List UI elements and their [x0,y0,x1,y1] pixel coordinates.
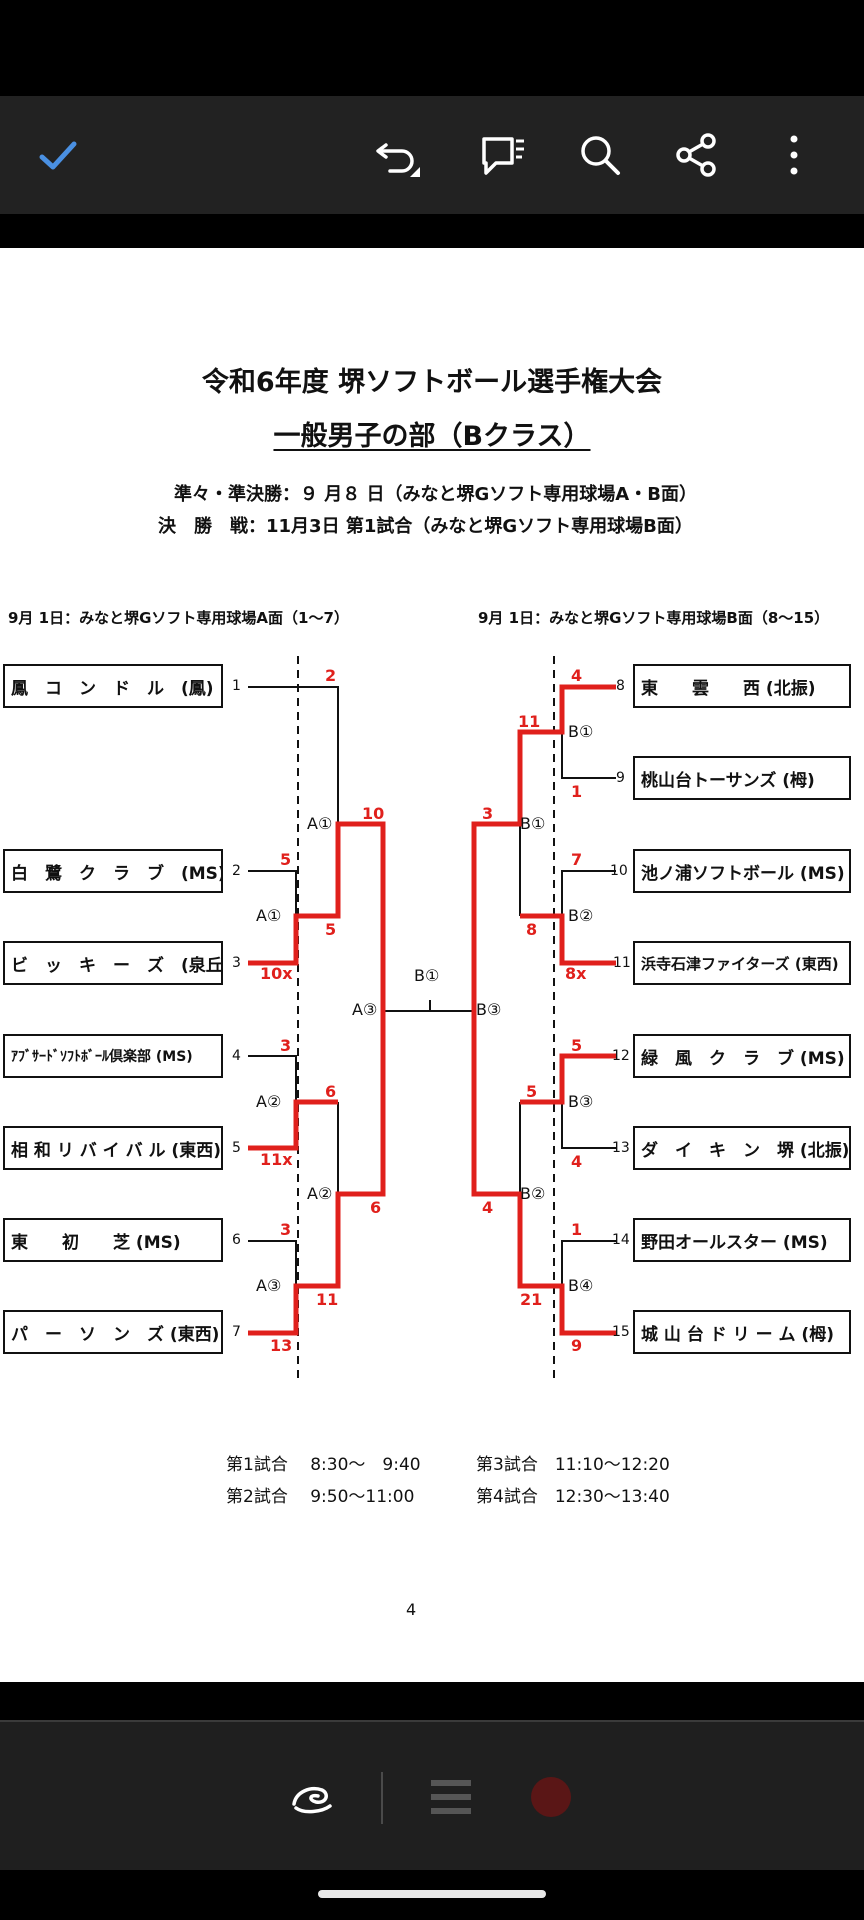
game-label-b3-final: B③ [476,1000,502,1019]
time-game-1: 第1試合 8:30〜 9:40 [226,1455,421,1475]
time-game-2: 第2試合 9:50〜11:00 [226,1487,415,1507]
game-label-a1: A① [256,906,282,925]
team-7: パ ー ソ ン ズ (東西) [3,1310,223,1354]
team-14: 野田オールスター (MS) [633,1218,851,1262]
score-b3-winner: 5 [526,1082,538,1101]
seed-1: 1 [232,678,241,694]
document-page: 令和6年度 堺ソフトボール選手権大会 一般男子の部（Bクラス） 準々・準決勝：９… [0,248,864,1682]
game-label-b1: B① [568,722,594,741]
score-a2-winner: 6 [325,1082,337,1101]
page-number: 4 [406,1600,417,1619]
seed-9: 9 [616,770,625,786]
score-b4-winner: 21 [520,1290,543,1309]
score-team-3: 10x [260,964,293,983]
record-icon[interactable] [530,1776,572,1818]
seed-2: 2 [232,863,241,879]
team-9: 桃山台トーサンズ (栂) [633,756,851,800]
score-team-10: 7 [571,850,583,869]
score-semi-a2: 6 [370,1198,382,1217]
score-team-11: 8x [565,964,587,983]
score-team-13: 4 [571,1152,583,1171]
score-a1-winner: 5 [325,920,337,939]
schedule-semifinals: 準々・準決勝：９ 月８ 日（みなと堺Gソフト専用球場A・B面） [174,484,697,505]
team-6: 東 初 芝 (MS) [3,1218,223,1262]
share-icon[interactable] [672,131,720,179]
seed-14: 14 [612,1232,630,1248]
score-team-6: 3 [280,1220,292,1239]
game-label-a3: A③ [256,1276,282,1295]
score-team-14: 1 [571,1220,583,1239]
top-toolbar [0,96,864,214]
seed-8: 8 [616,678,625,694]
score-team-7: 13 [270,1336,293,1355]
home-indicator[interactable] [318,1890,546,1898]
venue-left: 9月 1日：みなと堺Gソフト専用球場A面（1〜7） [8,609,349,627]
score-semi-b1: 3 [482,804,494,823]
game-label-b3: B③ [568,1092,594,1111]
team-12: 緑 風 ク ラ ブ (MS) [633,1034,851,1078]
score-team-4: 3 [280,1036,292,1055]
team-10: 池ノ浦ソフトボール (MS) [633,849,851,893]
toolbar-separator [381,1772,383,1824]
score-team-9: 1 [571,782,583,801]
seed-11: 11 [613,955,631,971]
team-5: 相 和 リ バ イ バ ル (東西) [3,1126,223,1170]
seed-13: 13 [612,1140,630,1156]
seed-15: 15 [612,1324,630,1340]
score-b1-winner: 11 [518,712,541,731]
game-label-a3-final: A③ [352,1000,378,1019]
score-team-1: 2 [325,666,337,685]
game-label-a1-semi: A① [307,814,333,833]
game-label-a2: A② [256,1092,282,1111]
game-label-b2-semi: B② [520,1184,546,1203]
game-label-a2-semi: A② [307,1184,333,1203]
lines-icon[interactable] [428,1774,474,1820]
bottom-toolbar-divider [0,1720,864,1722]
seed-5: 5 [232,1140,241,1156]
score-team-2: 5 [280,850,292,869]
seed-4: 4 [232,1048,241,1064]
score-semi-b2: 4 [482,1198,494,1217]
team-4: ｱﾌﾞｻｰﾄﾞｿﾌﾄﾎﾞｰﾙ倶楽部 (MS) [3,1034,223,1078]
score-team-8: 4 [571,666,583,685]
undo-icon[interactable] [374,131,422,179]
tournament-bracket-lines [248,656,616,1384]
score-team-12: 5 [571,1036,583,1055]
score-a3-winner: 11 [316,1290,339,1309]
game-label-b1-semi: B① [520,814,546,833]
team-2: 白 鷺 ク ラ ブ (MS) [3,849,223,893]
team-11: 浜寺石津ファイターズ (東西) [633,941,851,985]
team-15: 城 山 台 ド リ ー ム (栂) [633,1310,851,1354]
score-b2-winner: 8 [526,920,538,939]
search-icon[interactable] [576,131,624,179]
comment-icon[interactable] [478,131,526,179]
document-subtitle: 一般男子の部（Bクラス） [273,421,591,452]
seed-6: 6 [232,1232,241,1248]
time-game-4: 第4試合 12:30〜13:40 [476,1487,670,1507]
game-label-final: B① [414,966,440,985]
more-vertical-icon[interactable] [770,131,818,179]
ink-pen-icon[interactable] [288,1774,336,1822]
game-label-b2: B② [568,906,594,925]
score-semi-a1: 10 [362,804,385,823]
check-icon[interactable] [34,131,82,179]
game-label-b4: B④ [568,1276,594,1295]
document-title: 令和6年度 堺ソフトボール選手権大会 [201,367,663,398]
schedule-final: 決 勝 戦：11月3日 第1試合（みなと堺Gソフト専用球場B面） [158,516,693,537]
seed-10: 10 [610,863,628,879]
score-team-15: 9 [571,1336,583,1355]
score-team-5: 11x [260,1150,293,1169]
team-1: 鳳 コ ン ド ル (鳳) [3,664,223,708]
team-3: ビ ッ キ ー ズ (泉丘) [3,941,223,985]
time-game-3: 第3試合 11:10〜12:20 [476,1455,670,1475]
seed-12: 12 [612,1048,630,1064]
team-13: ダ イ キ ン 堺 (北振) [633,1126,851,1170]
seed-7: 7 [232,1324,241,1340]
team-8: 東 雲 西 (北振) [633,664,851,708]
seed-3: 3 [232,955,241,971]
venue-right: 9月 1日：みなと堺Gソフト専用球場B面（8〜15） [478,609,830,627]
